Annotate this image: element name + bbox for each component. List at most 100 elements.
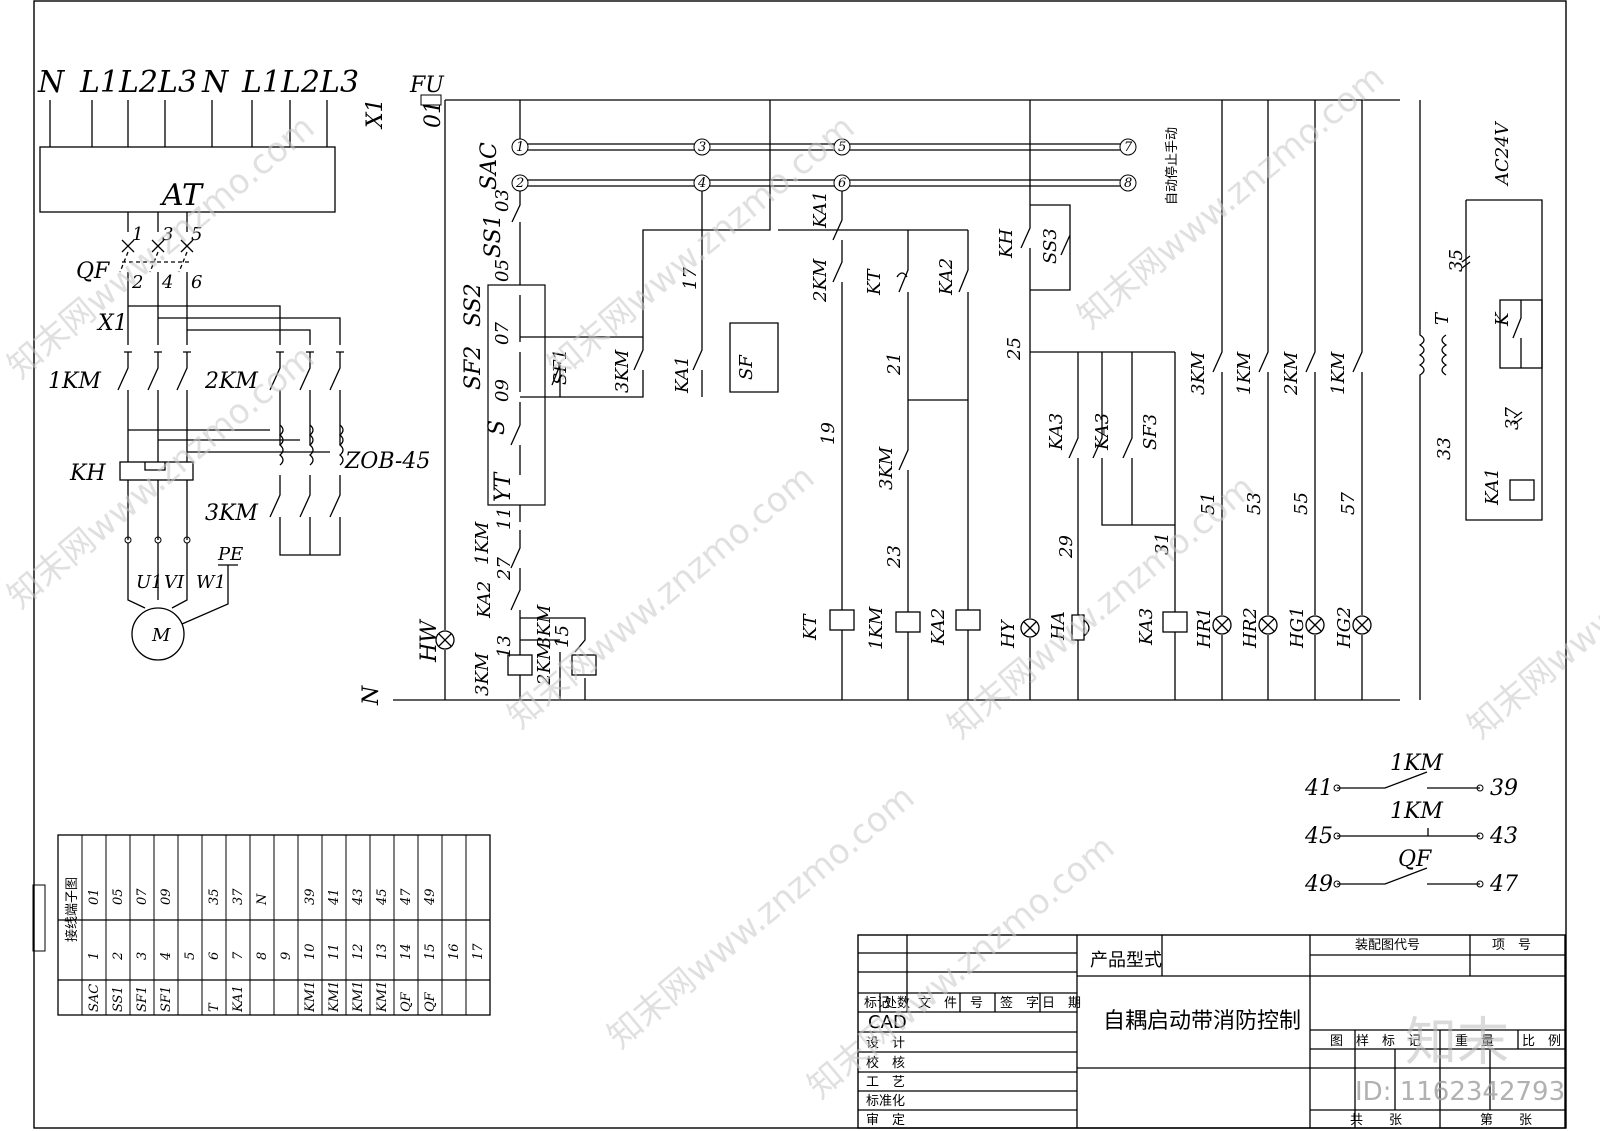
- row-standard: 标准化: [866, 1094, 905, 1109]
- sac-num-8: 8: [1124, 176, 1132, 191]
- hg2-label: HG2: [1334, 606, 1355, 649]
- lamp-hy-cross: [1023, 621, 1037, 635]
- terminal-idx-cell: 3: [135, 952, 150, 960]
- sac-bars: [520, 143, 1130, 187]
- aux-47: 47: [1489, 872, 1518, 897]
- x1-power-label: X1: [96, 311, 128, 336]
- terminal-idx-cell: 9: [279, 952, 294, 960]
- bus-label-n-2: N: [201, 65, 230, 100]
- aux-45: 45: [1304, 824, 1333, 849]
- item-no-label: 项 号: [1492, 938, 1531, 953]
- terminal-dev-cell: QF: [399, 991, 414, 1012]
- node-09: 09: [492, 379, 513, 402]
- km3-star-contacts: [269, 475, 341, 556]
- coil-ka2-label: KA2: [928, 608, 949, 646]
- fu-label: FU: [409, 73, 445, 98]
- watermark-3: 知末网www.znzmo.com: [1070, 57, 1392, 336]
- qf-bot-2: 2: [131, 272, 143, 293]
- sf1-label: SF1: [550, 349, 571, 385]
- km1-contacts: [117, 352, 188, 415]
- binding-mark: [32, 884, 46, 952]
- control-rails: [393, 99, 1400, 701]
- pe-lead: [181, 564, 238, 625]
- node-53: 53: [1244, 492, 1265, 515]
- qf-outputs: [127, 272, 188, 345]
- node-23: 23: [884, 545, 905, 569]
- sac-pos-3: [693, 138, 711, 156]
- kt-timer-mark: [896, 272, 908, 278]
- branch-2-wire: [520, 100, 779, 398]
- kt-contact-label: KT: [864, 268, 885, 296]
- terminal-idx-cell: 15: [423, 943, 438, 960]
- aux-39: 39: [1490, 776, 1518, 801]
- fuse-fu: [420, 94, 442, 106]
- n-label: N: [359, 685, 384, 706]
- aux-1-line: [1337, 771, 1480, 789]
- coil-ka2: [955, 609, 981, 631]
- lamp-hy: [1020, 618, 1040, 638]
- branch-hg1-wire: [1305, 100, 1316, 700]
- transformer-label: ZOB-45: [344, 449, 430, 474]
- coil-ka3-label: KA3: [1136, 608, 1157, 646]
- at-label: AT: [159, 178, 204, 213]
- qf-top-3: 3: [162, 224, 173, 245]
- ka2-contact-label: KA2: [936, 258, 957, 296]
- term-w1-label: W1: [196, 572, 226, 593]
- hw-label: HW: [417, 618, 442, 663]
- coil-3km: [507, 654, 533, 676]
- sac-num-1: 1: [516, 140, 524, 155]
- x1-control-label: X1: [363, 98, 388, 130]
- rev-sign: 签 字: [1000, 995, 1039, 1011]
- terminal-dev-cell: KM1: [327, 981, 342, 1013]
- aux-contacts: 41 1KM 39 45 1KM 43 49 QF 47: [1304, 751, 1518, 897]
- km2-lamp-label: 2KM: [1281, 351, 1302, 396]
- aux-45-term: [1333, 832, 1341, 840]
- sac-pos-8: [1119, 174, 1137, 192]
- rev-mark: 标记: [864, 996, 890, 1011]
- at-outputs: [127, 212, 188, 232]
- lamp-hr1-cross: [1215, 618, 1229, 632]
- drawing-frame: [33, 0, 1567, 1129]
- sac-num-3: 3: [698, 140, 706, 155]
- terminal-idx-cell: 2: [111, 952, 126, 961]
- row-process: 工 艺: [866, 1075, 905, 1090]
- sac-num-5: 5: [838, 140, 846, 155]
- sac-mode-text: 自动停止手动: [1164, 127, 1180, 205]
- km3-contact-label: 3KM: [612, 349, 633, 393]
- kh-bimetal: [144, 462, 166, 471]
- terminal-dev-cell: KA1: [231, 985, 246, 1013]
- terminal-idx-cell: 1: [87, 952, 102, 960]
- terminal-nums-cell: 01: [87, 888, 102, 905]
- autotransformer-coils: [278, 424, 344, 466]
- qf-bot-4: 4: [161, 272, 173, 293]
- terminal-nums-cell: 45: [375, 888, 390, 906]
- ss1-label: SS1: [481, 214, 506, 258]
- ss3-label: SS3: [1040, 228, 1061, 264]
- term-v1-label: VI: [164, 572, 185, 593]
- sf2-label: SF2: [461, 346, 486, 390]
- ka2-13-label: KA2: [474, 581, 495, 619]
- aux-1-label: 1KM: [1390, 751, 1443, 776]
- lamp-hg2-cross: [1355, 618, 1369, 632]
- t-label: T: [1432, 311, 1453, 325]
- product-type-label: 产品型式: [1090, 950, 1162, 971]
- rev-count: 处数: [884, 996, 910, 1011]
- s-label: S: [485, 420, 510, 435]
- aux-49-term: [1333, 880, 1341, 888]
- sac-pos-5: [833, 138, 851, 156]
- bus-label-l-2: L1L2L3: [241, 65, 359, 100]
- aux-41: 41: [1304, 776, 1333, 801]
- scale-label: 比 例: [1522, 1034, 1561, 1049]
- qf-label: QF: [76, 259, 110, 284]
- terminal-idx-cell: 8: [255, 952, 270, 960]
- terminal-idx-cell: 4: [159, 952, 174, 961]
- ac24v-label: AC24V: [1492, 120, 1513, 187]
- term-35-mark: [1461, 255, 1471, 269]
- terminal-nums-cell: 49: [423, 888, 438, 906]
- node-01: 01: [421, 100, 446, 128]
- cad-label: CAD: [868, 1012, 907, 1033]
- branch-hr1-wire: [1212, 100, 1223, 700]
- lamp-hr2: [1258, 615, 1278, 635]
